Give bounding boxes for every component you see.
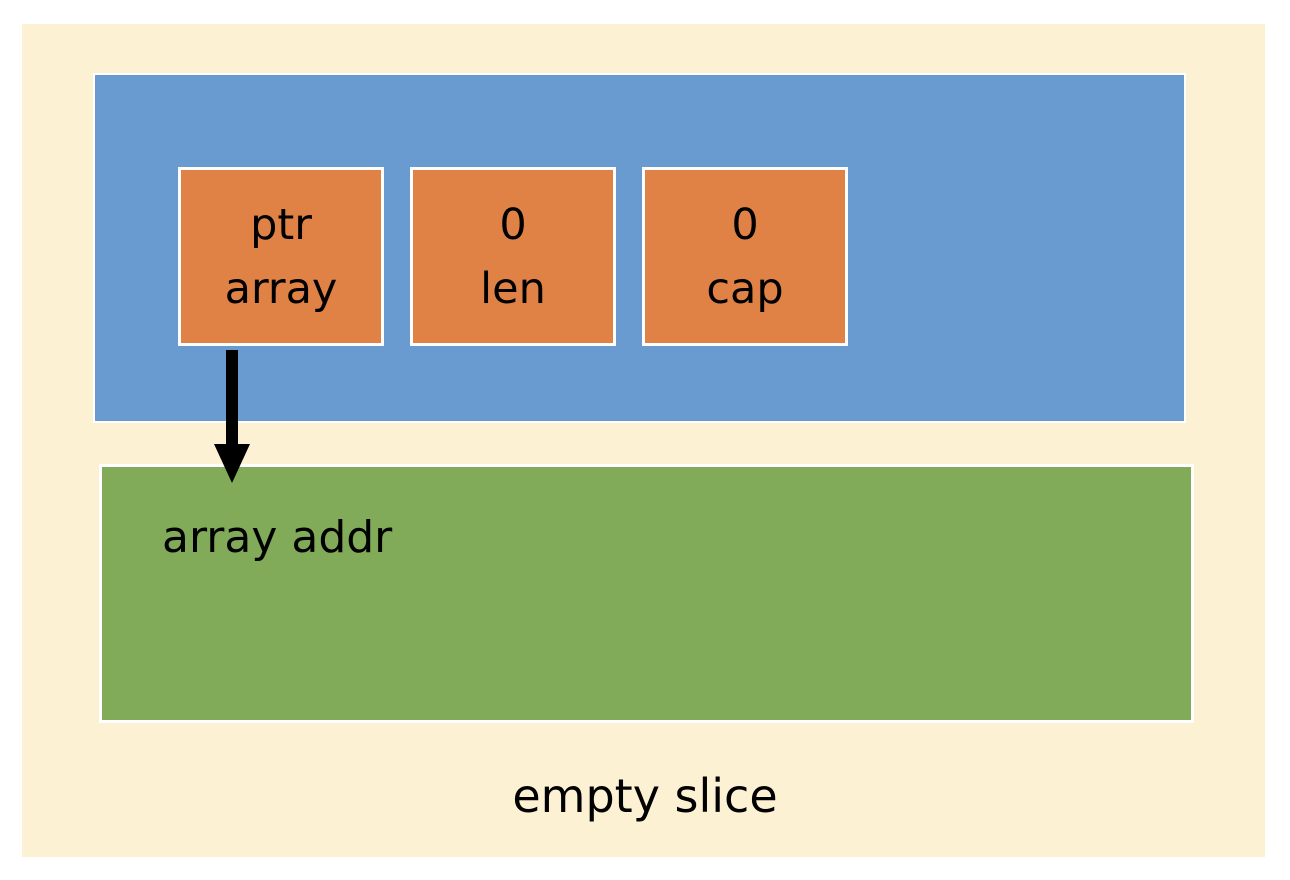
underlying-array-box — [99, 464, 1194, 723]
pointer-arrow — [214, 350, 250, 483]
field-cap-box: 0 cap — [642, 167, 848, 346]
diagram-caption: empty slice — [512, 769, 778, 823]
field-len-box: 0 len — [410, 167, 616, 346]
field-ptr-label: array — [224, 263, 338, 314]
arrow-shaft — [226, 350, 238, 450]
arrow-head — [214, 444, 250, 483]
field-len-label: len — [480, 263, 546, 314]
array-addr-label: array addr — [162, 512, 393, 563]
field-cap-value: 0 — [731, 199, 759, 250]
field-ptr-box: ptr array — [178, 167, 384, 346]
field-cap-label: cap — [706, 263, 784, 314]
field-len-value: 0 — [499, 199, 527, 250]
field-ptr-value: ptr — [250, 199, 312, 250]
